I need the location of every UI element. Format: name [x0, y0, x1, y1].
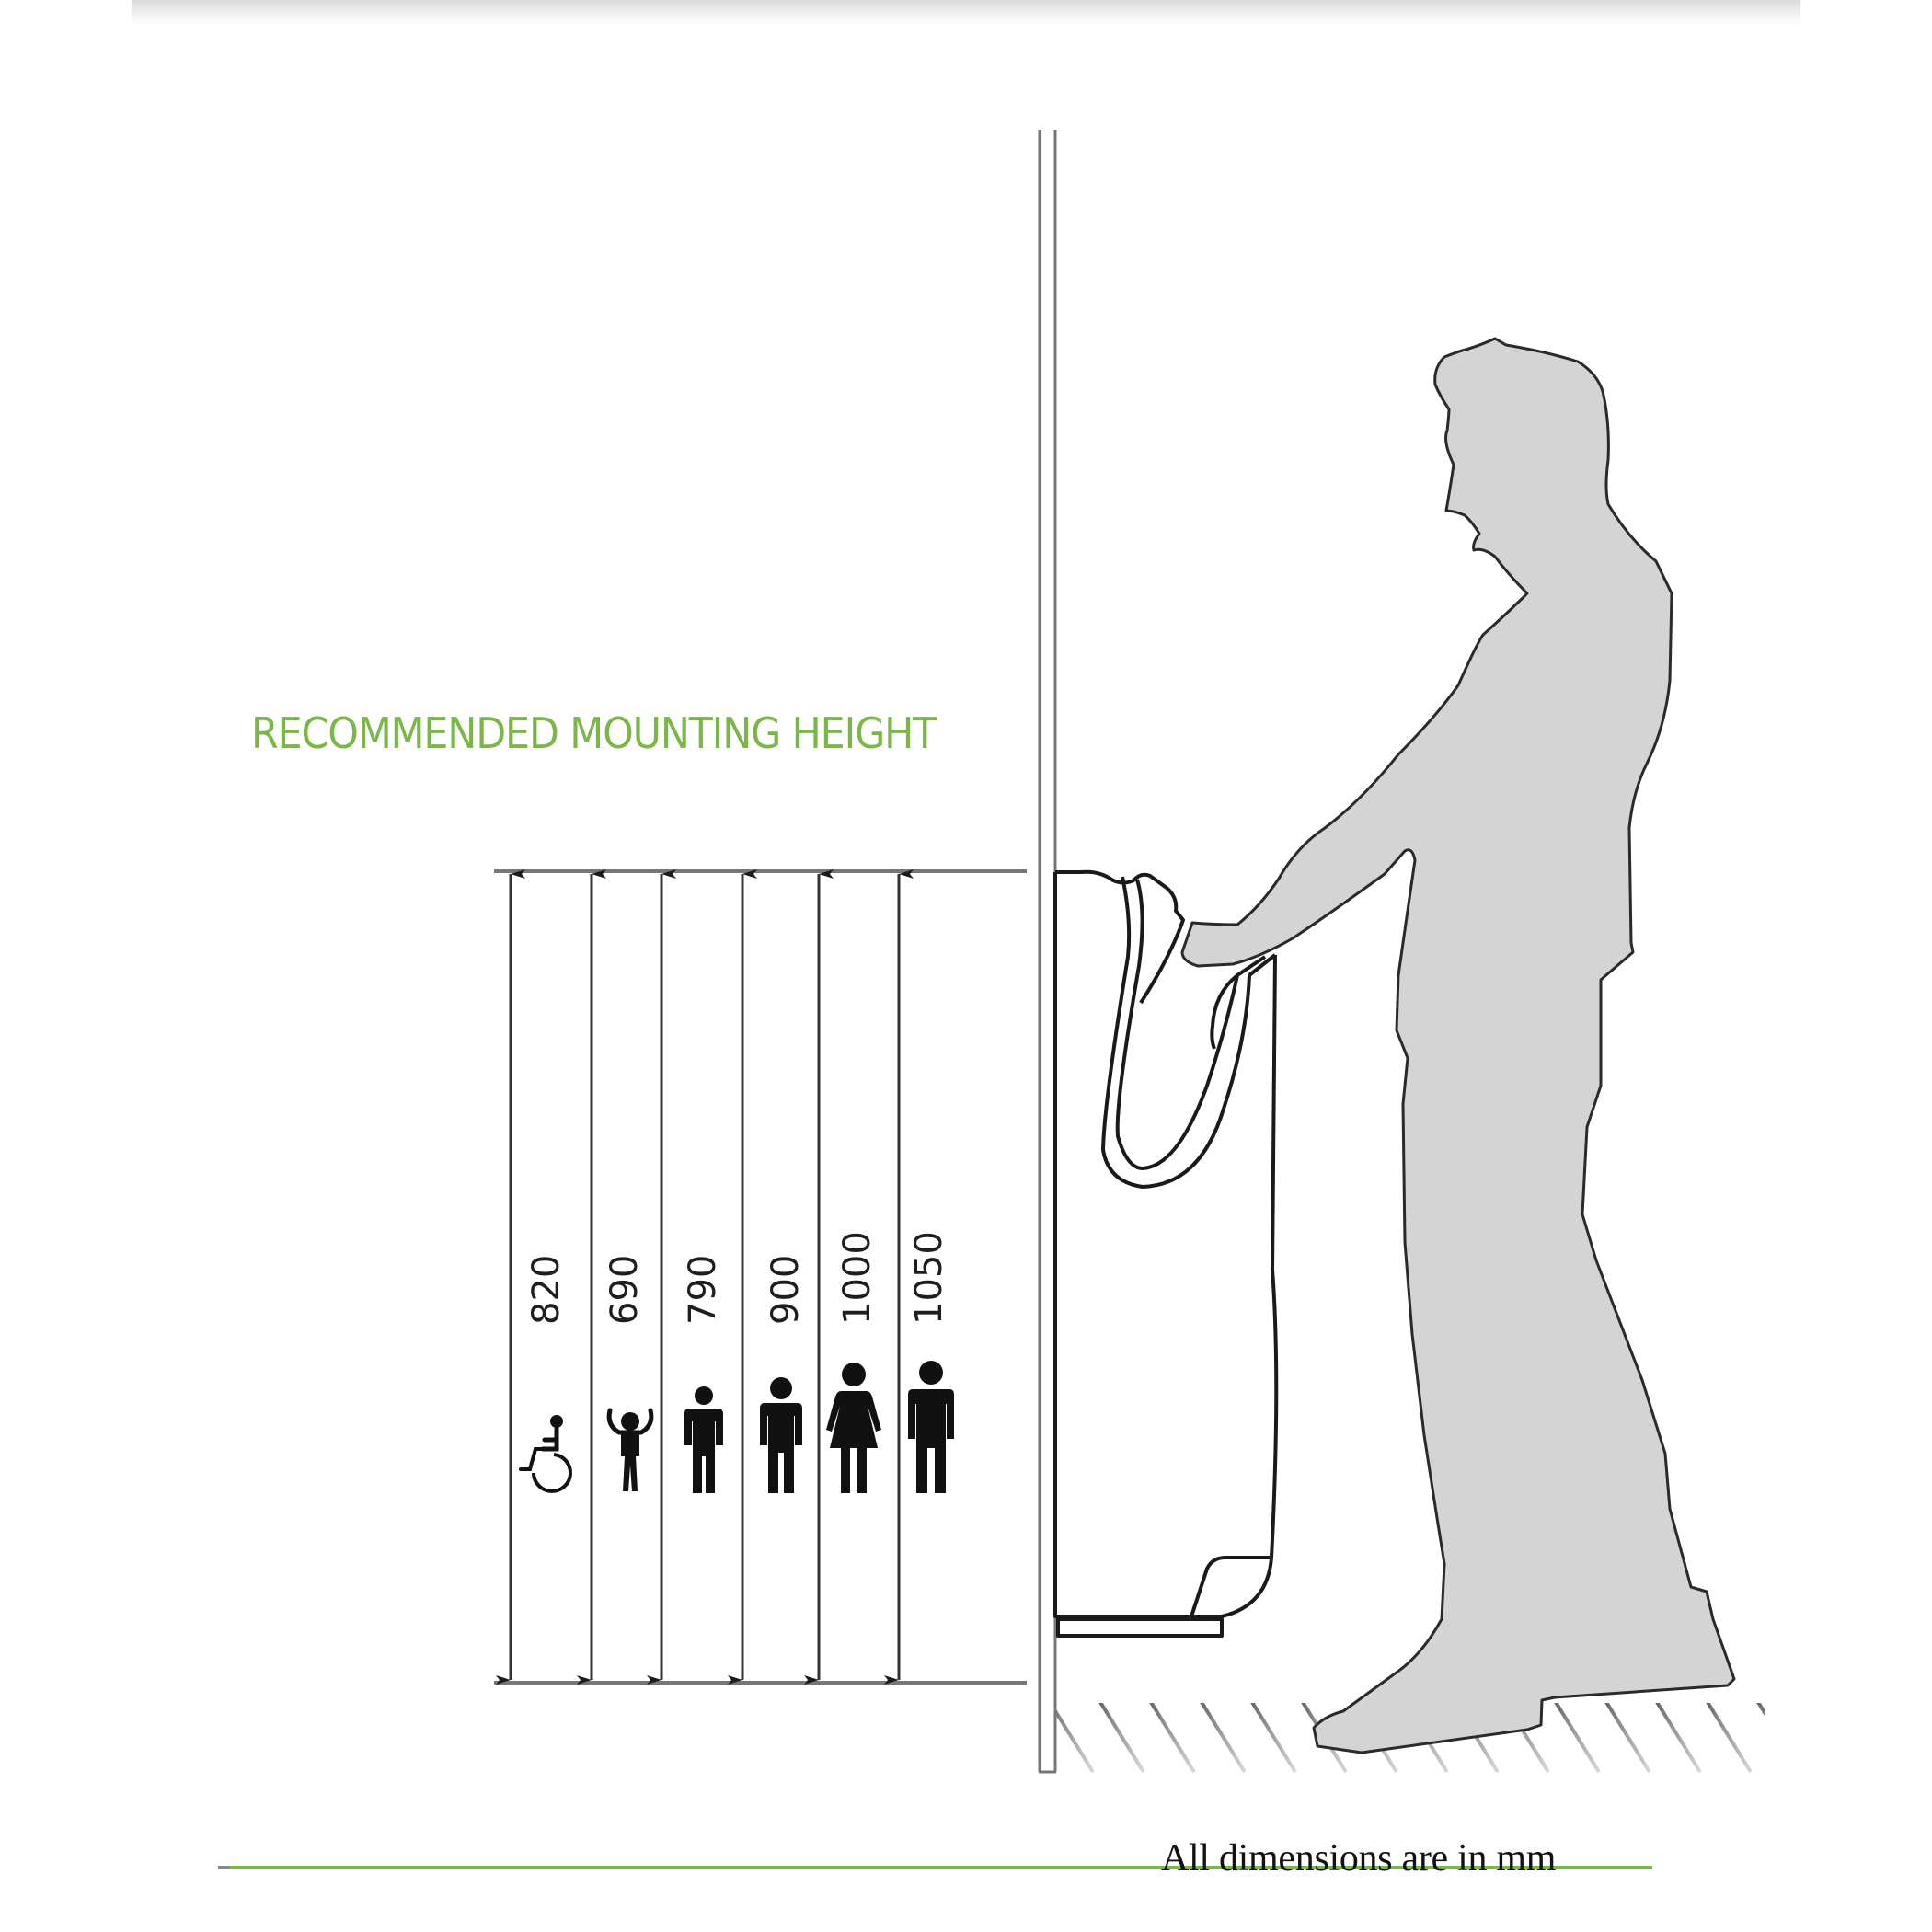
man-icon	[908, 1361, 954, 1493]
teen-icon	[760, 1377, 802, 1493]
wheelchair-user-icon	[519, 1415, 572, 1493]
units-note: All dimensions are in mm	[1161, 1837, 1557, 1880]
youth-icon	[684, 1386, 723, 1493]
person-silhouette	[1180, 337, 1736, 1754]
page-title: RECOMMENDED MOUNTING HEIGHT	[251, 708, 937, 758]
woman-icon	[826, 1363, 881, 1493]
top-shadow	[132, 0, 1800, 26]
dimension-lines	[494, 869, 1027, 1685]
hand-dryer	[1053, 869, 1279, 1638]
child-icon	[606, 1408, 654, 1491]
